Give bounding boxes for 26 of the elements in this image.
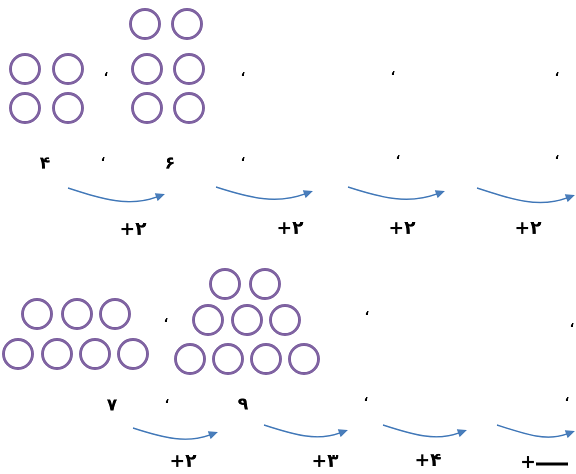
- comma: ،: [570, 323, 574, 327]
- comma: ،: [242, 72, 245, 76]
- comma: ،: [242, 157, 245, 161]
- comma: ،: [566, 397, 569, 401]
- comma: ،: [392, 71, 395, 75]
- number: ۴: [40, 157, 50, 169]
- step-label: +۲: [121, 223, 146, 235]
- comma: ،: [364, 397, 368, 401]
- comma: ،: [366, 311, 369, 315]
- comma: ،: [164, 318, 168, 322]
- number: ۶: [166, 157, 174, 169]
- comma: ،: [102, 157, 105, 161]
- comma: ،: [166, 399, 169, 403]
- number: ۷: [106, 400, 118, 410]
- comma: ،: [104, 72, 108, 76]
- step-label: +۴: [416, 454, 441, 466]
- step-label: +۲: [171, 455, 196, 467]
- comma: ،: [556, 72, 559, 76]
- step-label: +۲: [516, 222, 542, 234]
- comma: ،: [556, 155, 559, 159]
- number: ۹: [238, 398, 248, 410]
- step-label: +: [522, 456, 534, 468]
- step-label: +۲: [278, 222, 304, 234]
- step-label: +۲: [390, 222, 416, 234]
- step-label: +۳: [313, 455, 338, 467]
- comma: ،: [396, 155, 400, 159]
